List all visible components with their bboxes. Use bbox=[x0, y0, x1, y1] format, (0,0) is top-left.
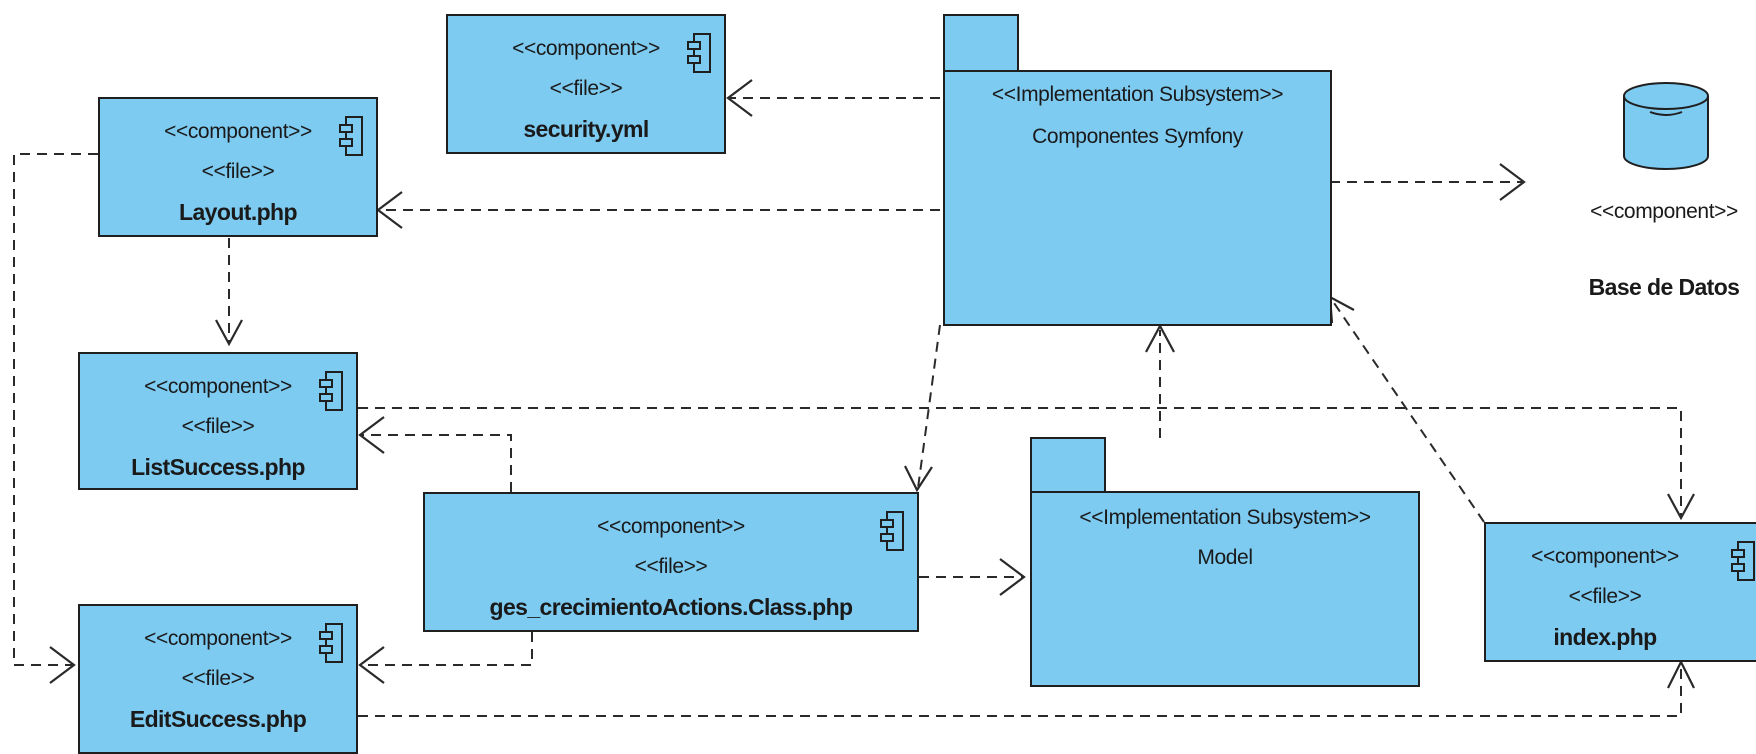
component-icon bbox=[1731, 541, 1755, 581]
component-name: Layout.php bbox=[179, 199, 298, 225]
arrowhead-edit-left bbox=[49, 646, 76, 684]
dep-layout-edit-line bbox=[13, 153, 98, 666]
component-name: index.php bbox=[1553, 624, 1657, 650]
component-list-success[interactable]: <<component>> <<file>> ListSuccess.php bbox=[78, 352, 358, 490]
database-name: Base de Datos bbox=[1588, 274, 1740, 300]
stereotype-label: <<Implementation Subsystem>> bbox=[1079, 506, 1371, 529]
stereotype-label: <<component>> bbox=[144, 627, 292, 650]
subsystem-model[interactable]: <<Implementation Subsystem>> Model bbox=[1030, 491, 1420, 687]
dep-actions-list-line bbox=[362, 434, 512, 492]
component-icon bbox=[319, 623, 343, 663]
arrowhead-index-bottom bbox=[1667, 659, 1695, 689]
arrowhead-list bbox=[215, 319, 243, 347]
arrowhead-edit-actions bbox=[358, 646, 385, 684]
arrowhead-actions bbox=[904, 465, 933, 493]
dep-list-index-line bbox=[358, 407, 1682, 518]
component-icon bbox=[880, 511, 904, 551]
arrowhead-index-top bbox=[1667, 493, 1695, 521]
arrowhead-model-symfony bbox=[1145, 323, 1175, 353]
file-label: <<file>> bbox=[181, 667, 255, 690]
subsystem-name: Model bbox=[1197, 546, 1253, 569]
file-label: <<file>> bbox=[201, 160, 275, 183]
arrowhead-index-symfony bbox=[1328, 295, 1355, 324]
dep-edit-index-line bbox=[358, 662, 1682, 717]
stereotype-label: <<component>> bbox=[1531, 545, 1679, 568]
stereotype-label: <<component>> bbox=[144, 375, 292, 398]
stereotype-label: <<Implementation Subsystem>> bbox=[991, 83, 1284, 106]
arrowhead-model bbox=[999, 558, 1026, 596]
database-cylinder-icon bbox=[1623, 82, 1709, 170]
arrowhead-security bbox=[726, 79, 753, 117]
dep-actions-edit-line bbox=[362, 632, 533, 666]
component-name: EditSuccess.php bbox=[129, 706, 307, 732]
component-name: ListSuccess.php bbox=[131, 454, 305, 480]
subsystem-componentes-symfony[interactable]: <<Implementation Subsystem>> Componentes… bbox=[943, 70, 1332, 326]
dep-index-symfony-line bbox=[1333, 302, 1485, 523]
database-stereotype: <<component>> bbox=[1590, 200, 1738, 223]
stereotype-label: <<component>> bbox=[164, 120, 312, 143]
component-icon bbox=[319, 371, 343, 411]
component-icon bbox=[687, 33, 711, 73]
file-label: <<file>> bbox=[634, 555, 708, 578]
file-label: <<file>> bbox=[181, 415, 255, 438]
component-name: ges_crecimientoActions.Class.php bbox=[489, 594, 854, 620]
package-tab bbox=[1030, 437, 1106, 493]
arrowhead-list-actions bbox=[358, 416, 385, 454]
package-tab bbox=[943, 14, 1019, 72]
component-layout[interactable]: <<component>> <<file>> Layout.php bbox=[98, 97, 378, 237]
arrowhead-layout bbox=[376, 191, 403, 229]
component-name: security.yml bbox=[523, 116, 649, 142]
stereotype-label: <<component>> bbox=[512, 37, 660, 60]
arrowhead-db bbox=[1499, 163, 1526, 201]
component-actions[interactable]: <<component>> <<file>> ges_crecimientoAc… bbox=[423, 492, 919, 632]
component-index[interactable]: <<component>> <<file>> index.php bbox=[1484, 522, 1756, 662]
component-icon bbox=[339, 116, 363, 156]
file-label: <<file>> bbox=[1568, 585, 1642, 608]
file-label: <<file>> bbox=[549, 77, 623, 100]
subsystem-name: Componentes Symfony bbox=[1032, 125, 1243, 148]
dep-symfony-actions-line bbox=[917, 324, 941, 489]
component-edit-success[interactable]: <<component>> <<file>> EditSuccess.php bbox=[78, 604, 358, 754]
stereotype-label: <<component>> bbox=[597, 515, 745, 538]
component-security[interactable]: <<component>> <<file>> security.yml bbox=[446, 14, 726, 154]
